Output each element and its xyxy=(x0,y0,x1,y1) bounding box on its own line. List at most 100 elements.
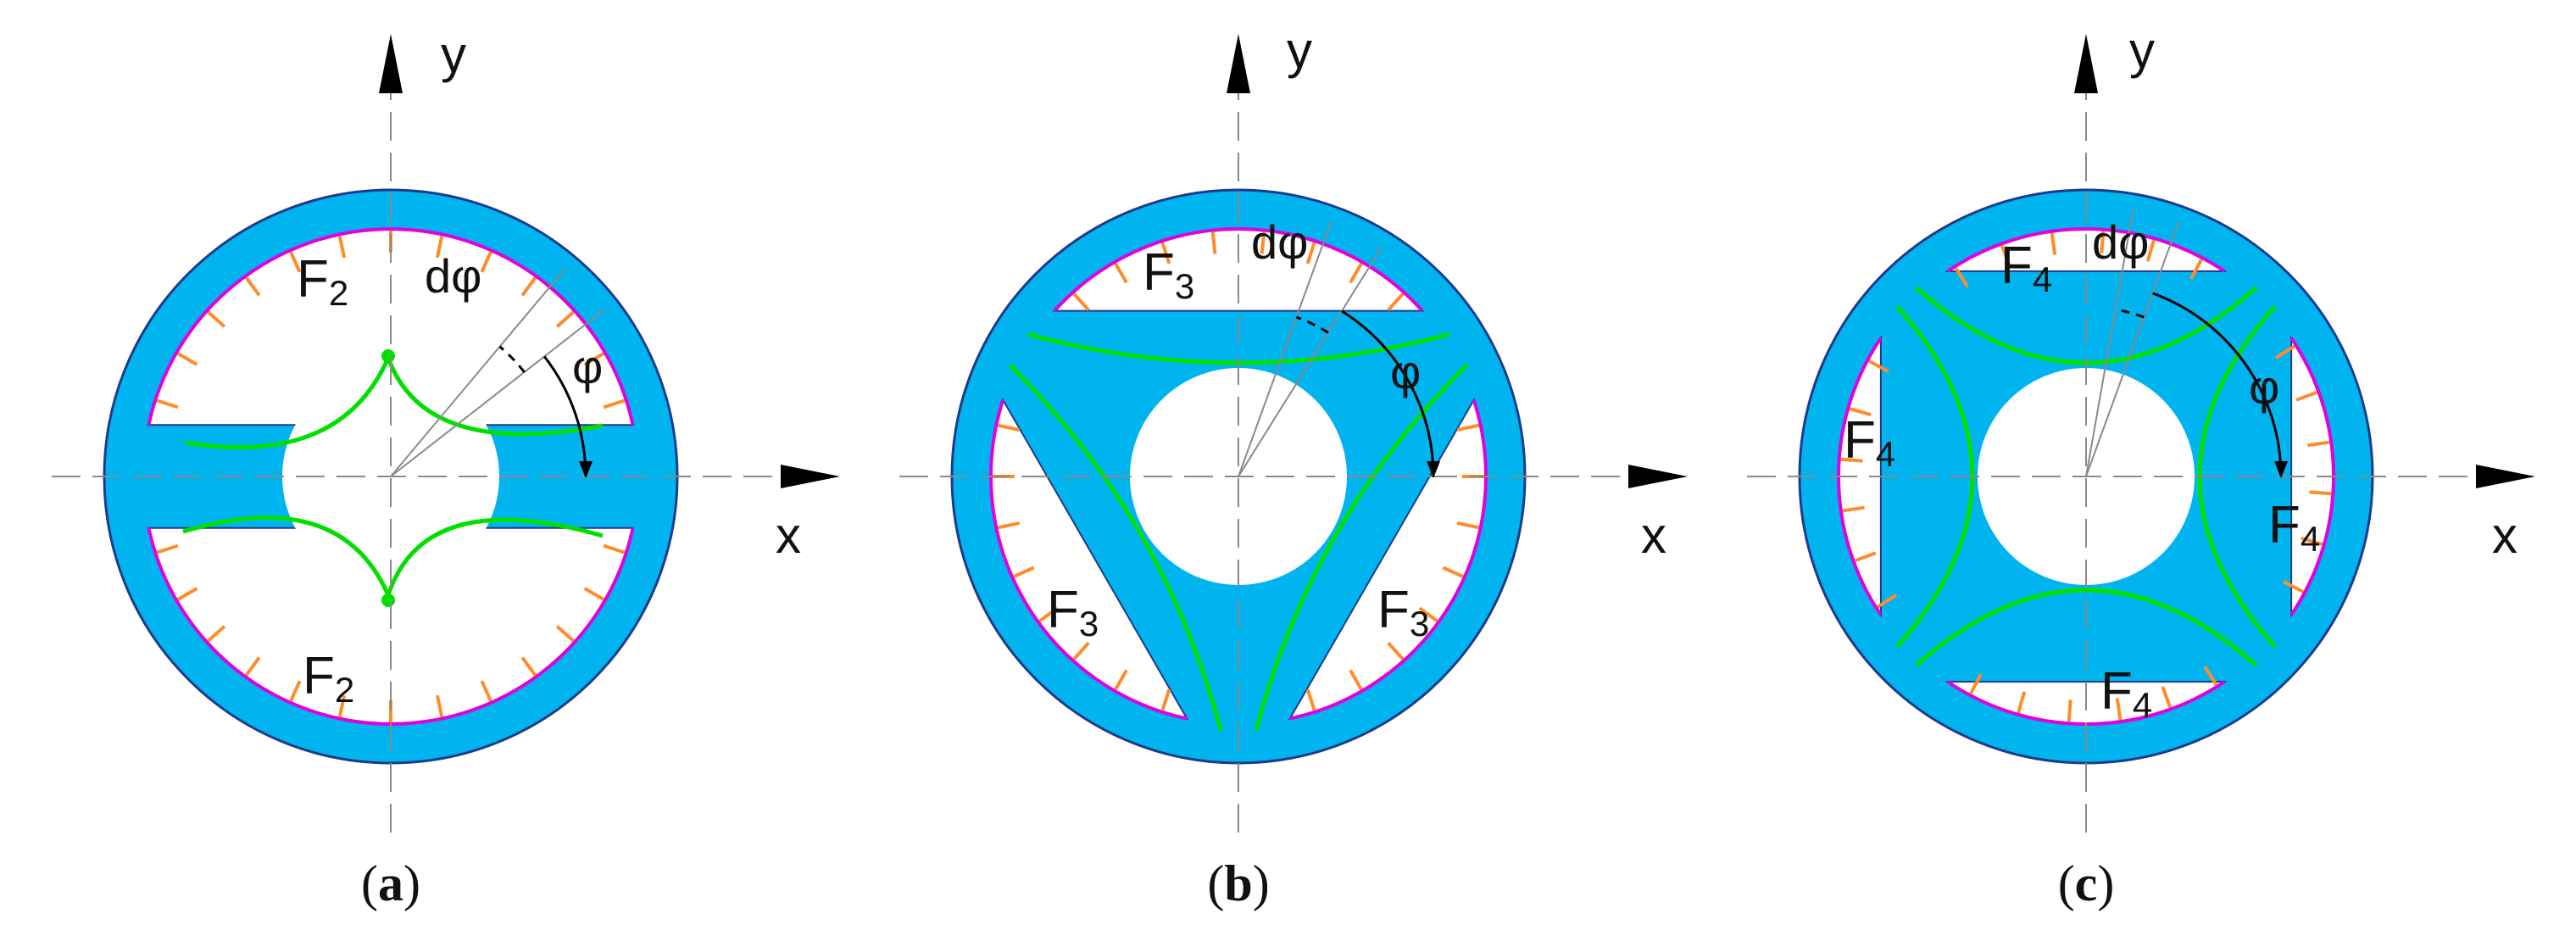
panel-c-chamber-label-top: F4 xyxy=(2000,237,2052,299)
force-tick xyxy=(2067,699,2072,722)
force-tick xyxy=(1305,242,1316,265)
panel-c-chamber-label-left: F4 xyxy=(1844,411,1895,474)
contact-arc xyxy=(1946,227,2226,273)
panel-a: F2 F2 dφ φ y x (a) xyxy=(52,26,840,911)
panel-a-geometry xyxy=(52,34,840,833)
force-tick xyxy=(176,352,198,366)
x-axis-arrow xyxy=(2476,465,2535,488)
force-tick xyxy=(1456,521,1480,530)
force-tick xyxy=(2307,440,2330,448)
force-tick xyxy=(207,625,226,643)
force-tick xyxy=(520,656,537,677)
angle-ray xyxy=(390,309,605,477)
force-tick xyxy=(1954,267,1969,288)
force-tick xyxy=(997,521,1021,530)
dphi-arc xyxy=(2115,308,2145,319)
force-tick xyxy=(1969,673,1983,695)
force-tick xyxy=(2309,490,2332,496)
force-tick xyxy=(1387,292,1405,312)
angle-ray xyxy=(1238,220,1333,477)
angle-ray xyxy=(390,268,566,477)
force-tick xyxy=(2161,686,2173,709)
force-tick xyxy=(555,625,575,643)
force-tick xyxy=(2301,536,2323,546)
rotor-tip-top xyxy=(381,349,395,363)
y-axis-arrow xyxy=(379,34,403,93)
contact-arc xyxy=(1053,227,1424,312)
force-tick xyxy=(480,680,492,702)
force-tick xyxy=(2283,580,2305,593)
angle-ray xyxy=(2085,209,2134,477)
phi-arc xyxy=(2152,292,2283,477)
force-tick xyxy=(480,251,492,273)
force-tick xyxy=(1160,242,1171,265)
force-tick xyxy=(1114,262,1128,284)
force-tick xyxy=(1349,669,1363,691)
panel-c-y-axis-label: y xyxy=(2129,22,2155,79)
force-tick xyxy=(1840,457,1863,463)
panel-b-caption: (b) xyxy=(1207,855,1269,911)
panel-c: F4 F4 F4 F4 dφ φ y x (c) xyxy=(1747,22,2535,911)
force-tick xyxy=(2115,698,2123,721)
angle-ray xyxy=(2085,220,2180,477)
panel-c-dphi-label: dφ xyxy=(2092,215,2149,269)
force-tick xyxy=(1260,231,1266,254)
contact-arc xyxy=(989,399,1188,721)
force-tick xyxy=(1842,505,1865,513)
dphi-arc xyxy=(498,345,526,373)
panel-a-caption: (a) xyxy=(361,855,420,911)
panel-b-phi-label: φ xyxy=(1390,345,1421,398)
force-tick xyxy=(289,251,302,273)
force-tick xyxy=(156,543,179,554)
force-tick xyxy=(1849,407,1872,417)
force-tick xyxy=(1877,593,1898,609)
force-tick xyxy=(156,398,179,410)
force-tick xyxy=(1349,262,1363,284)
phi-arc xyxy=(1341,309,1435,477)
y-axis-arrow xyxy=(1227,34,1250,93)
force-tick xyxy=(1072,641,1090,660)
force-tick xyxy=(583,352,605,366)
force-tick xyxy=(435,235,444,259)
rotor-tip-bottom xyxy=(381,593,395,607)
panel-a-y-axis-label: y xyxy=(441,26,466,83)
phi-arrowhead xyxy=(1427,461,1440,478)
force-tick xyxy=(520,276,537,297)
force-tick xyxy=(337,694,347,718)
force-tick xyxy=(435,694,444,718)
rotor-curve xyxy=(1008,363,1223,731)
force-tick xyxy=(244,276,261,297)
force-tick xyxy=(1305,688,1316,711)
force-tick xyxy=(1867,359,1889,373)
force-tick xyxy=(2017,691,2027,714)
panel-b-y-axis-label: y xyxy=(1287,22,1312,79)
panel-c-chamber-label-right: F4 xyxy=(2268,496,2320,559)
force-tick xyxy=(1456,423,1480,432)
force-tick xyxy=(1854,551,1877,563)
force-tick xyxy=(289,680,302,702)
panel-a-chamber-label-bottom: F2 xyxy=(303,647,354,710)
panel-c-phi-label: φ xyxy=(2249,360,2279,414)
rotor-curve xyxy=(1914,588,2258,667)
force-tick xyxy=(2050,232,2057,255)
panel-c-x-axis-label: x xyxy=(2492,507,2518,564)
force-tick xyxy=(1210,231,1217,254)
force-tick xyxy=(1160,688,1171,711)
force-tick xyxy=(1072,292,1090,312)
force-tick xyxy=(603,543,626,554)
force-tick xyxy=(1013,566,1035,578)
force-tick xyxy=(2274,344,2295,359)
force-tick xyxy=(1038,606,1059,623)
force-tick xyxy=(337,235,347,259)
force-tick xyxy=(2189,258,2203,280)
panel-a-x-axis-label: x xyxy=(776,507,801,564)
force-tick xyxy=(207,310,226,328)
panel-a-dphi-label: dφ xyxy=(425,249,481,303)
dphi-arc xyxy=(1295,315,1329,334)
panel-b-chamber-label-left: F3 xyxy=(1047,581,1099,644)
force-tick xyxy=(1114,669,1128,691)
panel-a-phi-label: φ xyxy=(572,340,603,393)
x-axis-arrow xyxy=(1628,465,1688,488)
force-tick xyxy=(555,310,575,328)
